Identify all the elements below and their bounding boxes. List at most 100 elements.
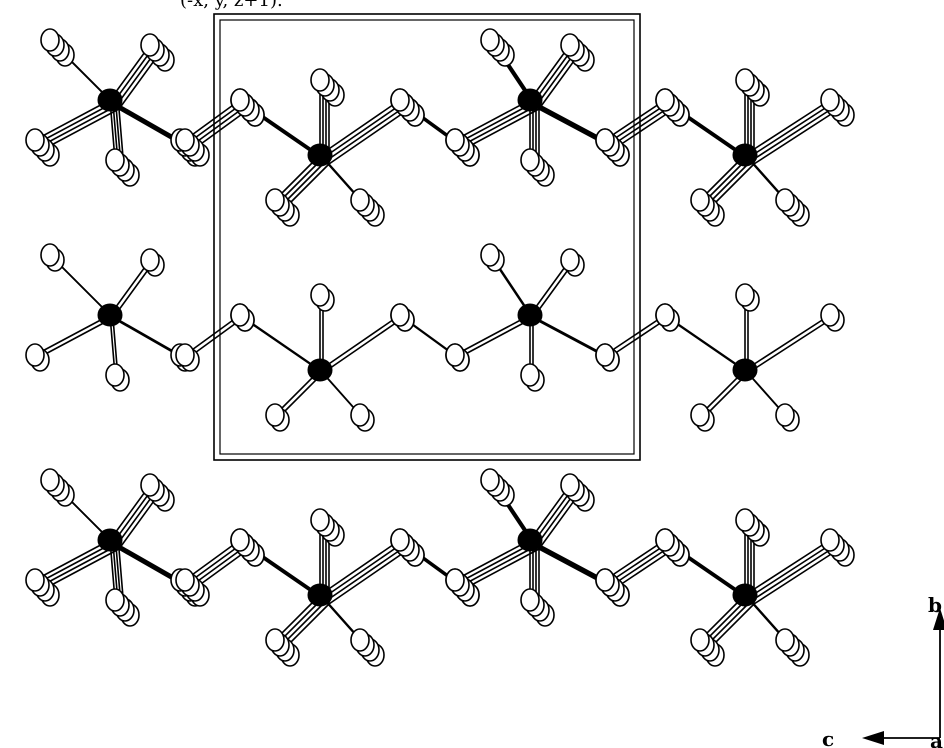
atom	[595, 128, 615, 152]
atom	[105, 148, 125, 172]
atom	[105, 588, 125, 612]
atom	[775, 403, 795, 427]
bond	[193, 108, 250, 150]
bond	[454, 314, 531, 356]
bond	[604, 99, 666, 141]
unit-cell-box	[213, 13, 641, 461]
atom	[350, 403, 370, 427]
bond	[610, 545, 672, 587]
bond	[280, 600, 327, 647]
metal-atom	[732, 143, 758, 167]
metal-atom	[517, 528, 543, 552]
atom	[230, 303, 250, 327]
bond	[325, 545, 407, 602]
atom	[40, 468, 60, 492]
bond	[109, 539, 181, 581]
bond	[37, 317, 114, 359]
bond	[607, 102, 669, 144]
atom	[230, 528, 250, 552]
atom	[480, 28, 500, 52]
atom	[350, 628, 370, 652]
bond	[457, 102, 534, 144]
bond	[118, 53, 160, 110]
bond	[184, 99, 241, 141]
atom	[390, 528, 410, 552]
atom	[175, 343, 195, 367]
bond	[538, 53, 580, 110]
bond	[40, 545, 117, 587]
atom	[520, 363, 540, 387]
atom	[560, 33, 580, 57]
bond	[529, 314, 606, 356]
atom	[310, 68, 330, 92]
bond	[744, 99, 831, 156]
bond	[118, 493, 160, 550]
atom	[265, 403, 285, 427]
bond	[747, 317, 834, 374]
atom	[820, 303, 840, 327]
atom	[445, 343, 465, 367]
metal-atom	[97, 528, 123, 552]
axis-label-a: a	[930, 729, 943, 748]
atom	[265, 188, 285, 212]
bond	[34, 314, 111, 356]
metal-atom	[517, 88, 543, 112]
bond	[280, 160, 327, 207]
bond	[43, 548, 120, 590]
atom	[655, 528, 675, 552]
bond	[322, 542, 404, 599]
bond	[532, 542, 609, 584]
bond	[532, 317, 609, 359]
bond	[744, 314, 831, 371]
atom	[520, 588, 540, 612]
metal-atom	[97, 88, 123, 112]
bond	[43, 108, 120, 150]
atom	[175, 128, 195, 152]
bond	[37, 102, 114, 144]
atom	[175, 568, 195, 592]
bond	[463, 548, 540, 590]
bond	[747, 102, 834, 159]
atom	[480, 243, 500, 267]
atom	[140, 473, 160, 497]
bond	[109, 99, 181, 141]
atom	[735, 508, 755, 532]
atom	[520, 148, 540, 172]
bond	[328, 108, 410, 165]
atom	[595, 568, 615, 592]
bond	[322, 317, 404, 374]
bond	[535, 490, 577, 547]
bond	[190, 105, 247, 147]
bond	[607, 317, 669, 359]
bond	[187, 317, 244, 359]
bond	[744, 539, 831, 596]
bond	[463, 108, 540, 150]
bond	[747, 542, 834, 599]
bond	[328, 548, 410, 605]
atom	[310, 283, 330, 307]
atom	[265, 628, 285, 652]
bond	[607, 542, 669, 584]
axis-label-c: c	[822, 727, 834, 748]
bond	[193, 548, 250, 590]
atom	[350, 188, 370, 212]
bond	[319, 314, 401, 371]
bond	[109, 314, 181, 356]
atom	[820, 528, 840, 552]
atom	[560, 473, 580, 497]
bond	[604, 314, 666, 356]
bond	[115, 50, 157, 107]
bond	[753, 108, 840, 165]
metal-atom	[517, 303, 543, 327]
atom	[140, 33, 160, 57]
bond	[532, 102, 609, 144]
atom	[390, 88, 410, 112]
bond	[34, 99, 111, 141]
bond	[705, 160, 752, 207]
atom	[310, 508, 330, 532]
bond	[454, 99, 531, 141]
bond	[322, 102, 404, 159]
atom	[775, 188, 795, 212]
bond	[705, 600, 752, 647]
metal-atom	[307, 583, 333, 607]
